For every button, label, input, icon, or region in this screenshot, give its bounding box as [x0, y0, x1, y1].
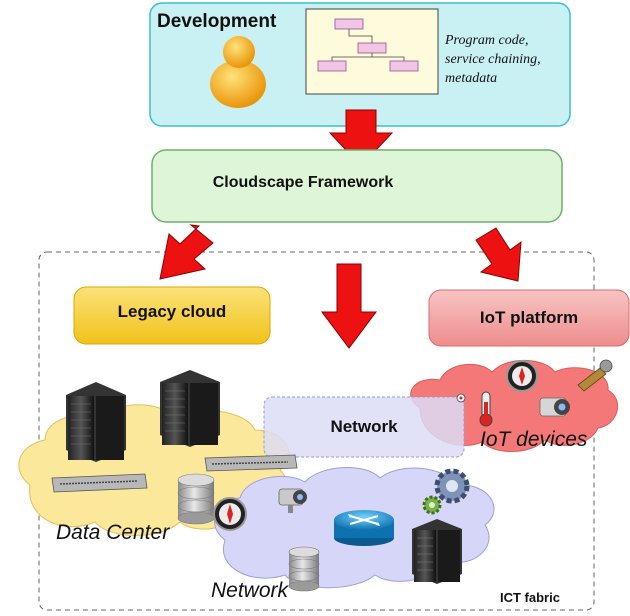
iot-platform-label: IoT platform — [479, 308, 579, 327]
code-diagram-thumbnail — [305, 8, 439, 95]
compass-icon — [213, 497, 247, 531]
framework-label: Cloudscape Framework — [212, 174, 394, 191]
camera-icon — [278, 488, 307, 513]
legacy-cloud-label: Legacy cloud — [117, 302, 227, 321]
gear-icon — [434, 468, 470, 504]
sensor-dot-icon — [456, 393, 466, 403]
storage-icon — [288, 546, 320, 592]
development-note: Program code, service chaining, metadata — [445, 31, 541, 88]
development-title: Development — [157, 11, 277, 32]
legacy-cloud-box — [73, 286, 271, 345]
camera-icon — [539, 397, 570, 417]
iot-platform-box — [428, 289, 630, 347]
network-box — [263, 396, 465, 458]
development-note-line: service chaining, — [445, 52, 541, 67]
iot-devices-label: IoT devices — [480, 428, 588, 451]
thermometer-icon — [479, 391, 493, 427]
network-box-label: Network — [330, 417, 398, 436]
development-note-line: metadata — [445, 71, 498, 86]
arrow-framework-to-iot — [475, 227, 522, 282]
wrench-icon — [577, 359, 613, 392]
framework-box — [151, 149, 563, 223]
compass-icon — [506, 360, 538, 392]
network-cloud-label: Network — [211, 579, 289, 602]
storage-icon — [177, 473, 215, 525]
arrow-framework-to-network — [321, 263, 377, 349]
network-switch-icon — [204, 454, 298, 472]
ict-fabric-label: ICT fabric — [500, 590, 560, 605]
user-icon — [210, 36, 266, 108]
data-center-label: Data Center — [56, 521, 170, 544]
network-switch-icon — [51, 473, 148, 493]
server-rack-icon — [160, 370, 220, 447]
gear-icon — [422, 495, 442, 515]
arrow-framework-to-legacy — [159, 224, 214, 280]
router-icon — [334, 510, 394, 546]
development-note-line: Program code, — [445, 33, 529, 48]
server-rack-icon — [412, 519, 462, 584]
server-rack-icon — [66, 382, 126, 462]
